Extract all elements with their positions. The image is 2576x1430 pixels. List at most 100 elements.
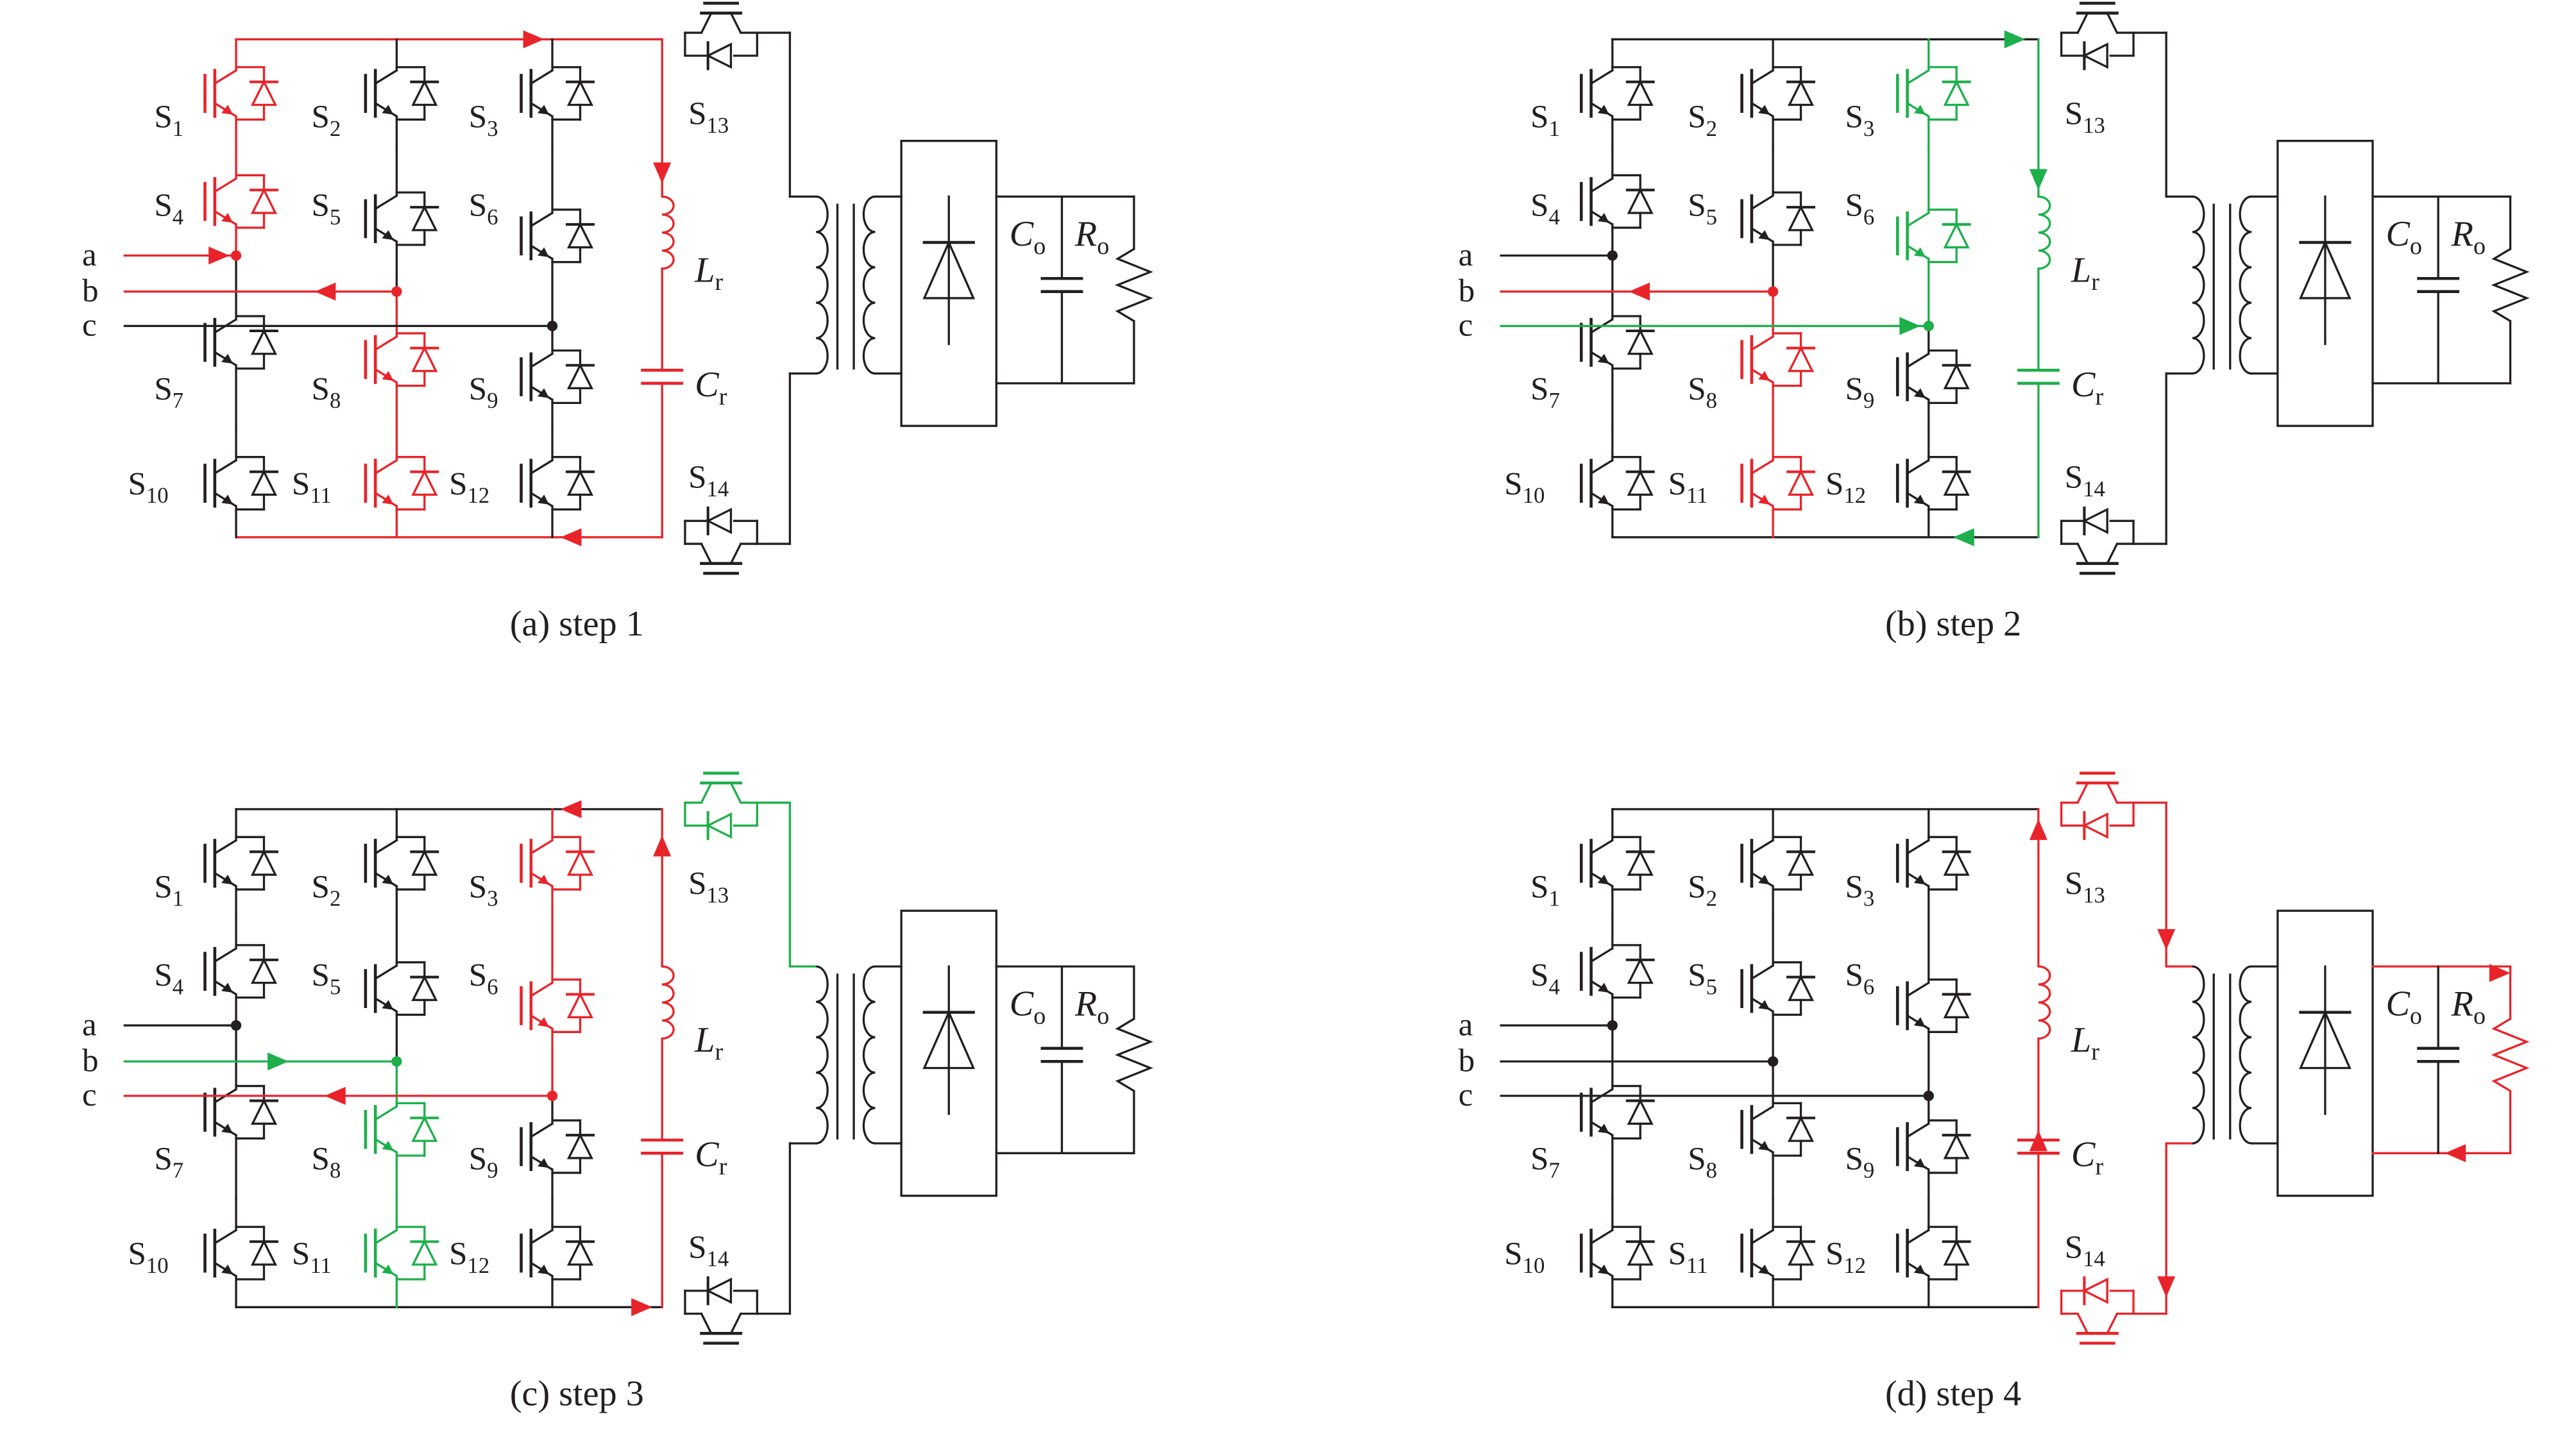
label-lr: Lr bbox=[694, 1020, 723, 1066]
label-co: Co bbox=[2385, 984, 2422, 1030]
label-s6: S6 bbox=[469, 187, 498, 230]
switch-s3 bbox=[520, 808, 595, 919]
switch-s5 bbox=[1740, 146, 1816, 291]
label-lr: Lr bbox=[2071, 1020, 2099, 1066]
caption-b: (b) step 2 bbox=[1885, 604, 2021, 644]
label-s13: S13 bbox=[2065, 866, 2105, 908]
switch-s8 bbox=[1740, 289, 1816, 430]
label-s14: S14 bbox=[688, 459, 729, 501]
label-s7: S7 bbox=[154, 371, 183, 413]
label-s1: S1 bbox=[154, 99, 183, 141]
switch-s12 bbox=[520, 1198, 595, 1309]
switch-s6 bbox=[520, 146, 595, 326]
label-s5: S5 bbox=[1688, 187, 1717, 230]
input-label-c: c bbox=[1459, 307, 1473, 344]
switch-s1 bbox=[1579, 808, 1655, 919]
rectifier-box bbox=[2276, 909, 2374, 1197]
input-label-a: a bbox=[1459, 237, 1473, 273]
label-s8: S8 bbox=[1688, 1141, 1717, 1183]
switch-s14 bbox=[2060, 506, 2135, 575]
switch-s6 bbox=[520, 916, 595, 1096]
label-s4: S4 bbox=[1530, 957, 1560, 1000]
input-label-c: c bbox=[82, 307, 97, 344]
switch-s2 bbox=[364, 808, 439, 919]
rectifier-box bbox=[900, 909, 997, 1197]
switch-s13 bbox=[684, 1, 759, 71]
label-s11: S11 bbox=[1668, 1236, 1708, 1278]
label-s4: S4 bbox=[154, 187, 183, 230]
switch-s9 bbox=[520, 323, 595, 430]
label-s9: S9 bbox=[1845, 1141, 1874, 1183]
switch-s9 bbox=[1895, 1093, 1971, 1200]
input-label-b: b bbox=[82, 1043, 99, 1079]
label-s6: S6 bbox=[469, 957, 498, 1000]
switch-s5 bbox=[364, 146, 439, 291]
switch-s1 bbox=[1579, 38, 1655, 149]
input-label-b: b bbox=[82, 273, 99, 309]
switch-s8 bbox=[364, 289, 439, 430]
label-s13: S13 bbox=[688, 866, 729, 908]
label-s12: S12 bbox=[449, 1236, 489, 1278]
switch-s4 bbox=[1579, 916, 1655, 1027]
switch-s3 bbox=[1895, 808, 1971, 919]
label-ro: Ro bbox=[1074, 984, 1109, 1030]
caption-c: (c) step 3 bbox=[510, 1374, 644, 1414]
label-s11: S11 bbox=[292, 466, 332, 508]
label-s14: S14 bbox=[688, 1229, 729, 1272]
label-s9: S9 bbox=[469, 1141, 498, 1183]
input-label-c: c bbox=[82, 1077, 97, 1113]
switch-s5 bbox=[364, 916, 439, 1061]
switch-s10 bbox=[1579, 428, 1655, 539]
label-lr: Lr bbox=[694, 250, 723, 296]
label-s12: S12 bbox=[1826, 466, 1866, 508]
switch-s2 bbox=[364, 38, 439, 149]
switch-s4 bbox=[203, 916, 278, 1027]
label-s3: S3 bbox=[469, 99, 498, 141]
caption-d: (d) step 4 bbox=[1885, 1374, 2021, 1414]
label-s7: S7 bbox=[1530, 1141, 1560, 1183]
label-cr: Cr bbox=[695, 365, 727, 410]
label-s7: S7 bbox=[1530, 371, 1560, 413]
label-s4: S4 bbox=[154, 957, 183, 1000]
input-label-a: a bbox=[1459, 1006, 1473, 1043]
label-s1: S1 bbox=[1530, 869, 1560, 911]
switch-s2 bbox=[1740, 38, 1816, 149]
label-co: Co bbox=[2385, 214, 2422, 260]
label-s7: S7 bbox=[154, 1141, 183, 1183]
switch-s14 bbox=[684, 1276, 759, 1345]
label-cr: Cr bbox=[2071, 365, 2103, 410]
switch-s4 bbox=[1579, 146, 1655, 257]
label-co: Co bbox=[1010, 214, 1046, 260]
label-s8: S8 bbox=[312, 1141, 341, 1183]
switch-s10 bbox=[203, 428, 278, 539]
label-s10: S10 bbox=[1504, 466, 1545, 508]
switch-s4 bbox=[203, 146, 278, 257]
label-s9: S9 bbox=[469, 371, 498, 413]
switch-s14 bbox=[684, 506, 759, 575]
label-ro: Ro bbox=[2451, 214, 2486, 260]
switch-s8 bbox=[364, 1059, 439, 1200]
label-s2: S2 bbox=[1688, 869, 1717, 911]
label-s10: S10 bbox=[128, 1236, 168, 1278]
switch-s10 bbox=[1579, 1198, 1655, 1309]
switch-s7 bbox=[1579, 1024, 1655, 1200]
switch-s13 bbox=[2060, 771, 2135, 840]
switch-s13 bbox=[684, 771, 759, 840]
label-s8: S8 bbox=[1688, 371, 1717, 413]
label-s12: S12 bbox=[1826, 1236, 1866, 1278]
switch-s7 bbox=[203, 1024, 278, 1200]
switch-s9 bbox=[1895, 323, 1971, 430]
switch-s6 bbox=[1895, 146, 1971, 326]
label-co: Co bbox=[1010, 984, 1046, 1030]
switch-s11 bbox=[364, 428, 439, 539]
label-lr: Lr bbox=[2071, 250, 2099, 296]
label-s10: S10 bbox=[1504, 1236, 1545, 1278]
label-s8: S8 bbox=[312, 371, 341, 413]
switch-s11 bbox=[1740, 428, 1816, 539]
switch-s12 bbox=[520, 428, 595, 539]
switch-s12 bbox=[1895, 1198, 1971, 1309]
